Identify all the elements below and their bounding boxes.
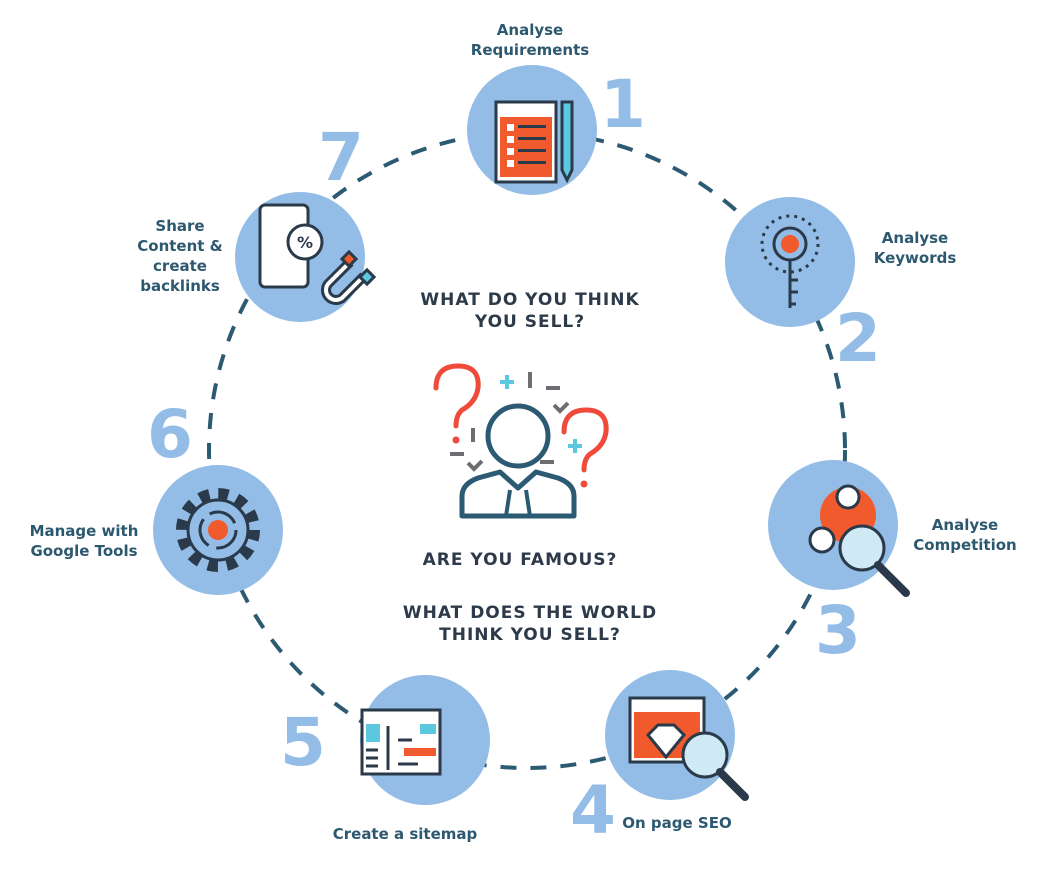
step-5-node xyxy=(360,675,490,805)
step-1-number: 1 xyxy=(600,66,646,143)
step-7-node: % xyxy=(235,192,377,322)
checklist-icon xyxy=(494,100,574,184)
users-magnifier-icon xyxy=(808,484,910,597)
center-question-1: WHAT DO YOU THINK YOU SELL? xyxy=(420,290,640,332)
person-thinking-icon xyxy=(433,363,609,519)
step-5-label: Create a sitemap xyxy=(332,825,478,843)
step-4-label: On page SEO xyxy=(622,814,732,832)
phone-magnet-icon: % xyxy=(258,203,377,305)
step-2-number: 2 xyxy=(835,300,881,377)
step-6-node xyxy=(153,465,283,595)
step-6-label: Manage with Google Tools xyxy=(29,522,139,560)
step-5-number: 5 xyxy=(280,704,326,781)
step-3-label: Analyse Competition xyxy=(913,516,1017,554)
step-4-node xyxy=(605,670,749,801)
step-2-node xyxy=(725,197,855,327)
step-2-label: Analyse Keywords xyxy=(873,229,957,267)
key-icon xyxy=(760,214,820,308)
step-7-number: 7 xyxy=(318,119,364,196)
step-1-label: Analyse Requirements xyxy=(470,21,590,59)
step-4-number: 4 xyxy=(570,772,616,849)
svg-text:%: % xyxy=(297,233,313,252)
step-6-number: 6 xyxy=(147,396,193,473)
step-3-node xyxy=(768,460,910,597)
sitemap-icon xyxy=(360,708,442,776)
diamond-magnifier-icon xyxy=(628,696,749,801)
cycle-ring xyxy=(207,130,847,770)
center-question-2: ARE YOU FAMOUS? xyxy=(422,550,618,570)
center-question-3: WHAT DOES THE WORLD THINK YOU SELL? xyxy=(402,603,658,645)
step-1-node xyxy=(467,65,597,195)
step-3-number: 3 xyxy=(815,592,861,669)
gear-icon xyxy=(176,488,260,572)
step-7-label: Share Content & create backlinks xyxy=(137,217,223,295)
